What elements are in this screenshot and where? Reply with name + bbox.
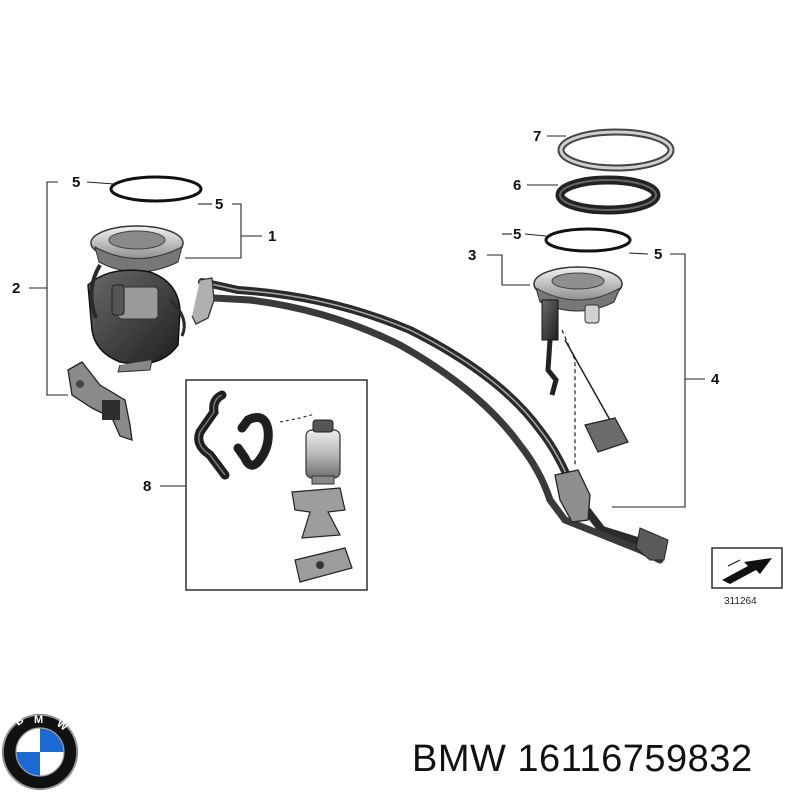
leader-3 [487, 254, 530, 286]
left-fuel-pump-assembly [67, 175, 203, 441]
box-leader-dashed [279, 413, 316, 423]
pump-hose-left [168, 298, 186, 337]
sender-dashed-line [561, 329, 576, 465]
callout-7: 7 [533, 128, 541, 145]
callout-8: 8 [143, 478, 151, 495]
sender-wire-right [545, 339, 559, 396]
pump-bracket [291, 487, 346, 539]
level-sender-left-pivot [76, 380, 84, 388]
reference-arrow-icon [722, 558, 772, 584]
sender-stem-right [541, 299, 559, 341]
leader-2-bracket [46, 181, 68, 396]
callout-3: 3 [468, 247, 476, 264]
seal-ring-right [544, 227, 632, 253]
reference-symbol: 311264 [711, 547, 783, 607]
leader-5d [628, 252, 649, 255]
fuel-line-outer [210, 294, 664, 564]
fuel-line-highlight [201, 281, 576, 496]
reference-number: 311264 [724, 596, 757, 607]
bmw-logo-icon: B M W [2, 714, 78, 790]
fuel-line-assembly [191, 277, 669, 564]
float [584, 417, 629, 453]
callout-2: 2 [12, 280, 20, 297]
level-sender-left [67, 361, 133, 441]
parts-box-8 [185, 379, 368, 591]
leader-5c [524, 233, 547, 237]
flange-left-center [108, 230, 166, 250]
seal-ring-left [109, 175, 203, 203]
sender-plug-right [584, 304, 600, 324]
fuel-line-end-fitting [635, 527, 669, 561]
pump-wire-left [89, 263, 102, 319]
callout-5-right: 5 [654, 246, 662, 263]
callout-labels: 5 5 1 2 7 6 5 3 5 4 8 [12, 128, 720, 495]
pump-connector-left [111, 284, 125, 316]
float-arm [564, 339, 611, 421]
callout-5-right-top: 5 [513, 226, 521, 243]
callout-4: 4 [711, 371, 720, 388]
svg-text:M: M [34, 714, 43, 726]
pump-foot-left [117, 359, 153, 373]
leader-lines [29, 135, 705, 508]
leader-5a [86, 181, 115, 185]
callout-6: 6 [513, 177, 521, 194]
leader-4-bracket [612, 253, 686, 508]
flange-left-rim [94, 246, 183, 273]
callout-5-left: 5 [215, 196, 223, 213]
leader-1-bracket [185, 203, 242, 259]
fuel-line-connector [554, 469, 591, 523]
part-number-caption: BMW 16116759832 [412, 738, 753, 780]
level-sender-left-block [102, 400, 120, 420]
small-fuel-pump [305, 429, 341, 479]
callout-1: 1 [268, 228, 276, 245]
hose-b [233, 413, 273, 470]
callout-5-left-top: 5 [72, 174, 80, 191]
right-fuel-pump-assembly [533, 128, 675, 465]
fuel-line-bracket [191, 277, 215, 325]
